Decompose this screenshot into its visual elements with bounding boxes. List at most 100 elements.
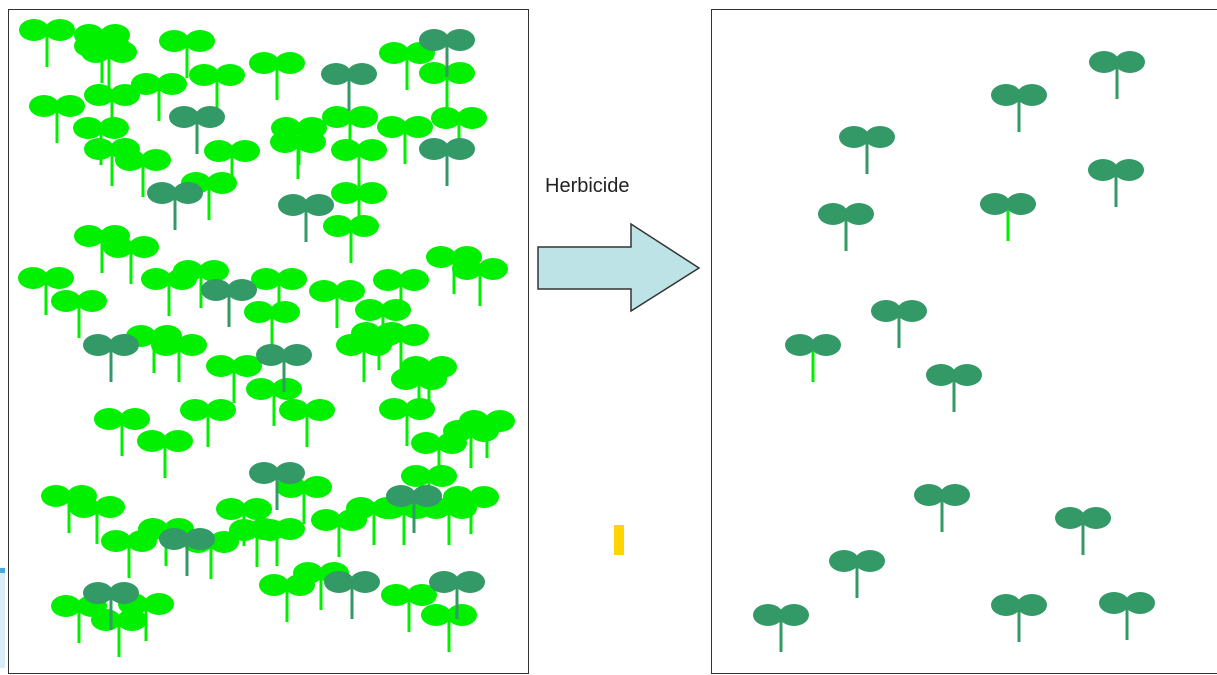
plant-leaf bbox=[457, 107, 487, 129]
plant-stem bbox=[185, 44, 189, 78]
plant-leaf bbox=[232, 355, 262, 377]
plant-leaf bbox=[302, 476, 332, 498]
plant-leaf bbox=[403, 116, 433, 138]
resistant-plant-icon bbox=[839, 126, 895, 174]
plant-leaf bbox=[69, 496, 99, 518]
plant-leaf bbox=[399, 324, 429, 346]
plant-leaf bbox=[279, 399, 309, 421]
plant-leaf bbox=[249, 52, 279, 74]
plant-leaf bbox=[411, 432, 441, 454]
plant-leaf bbox=[44, 267, 74, 289]
plant-stem bbox=[952, 378, 956, 412]
plant-leaf bbox=[331, 139, 361, 161]
plant-leaf bbox=[41, 485, 71, 507]
susceptible-plant-icon bbox=[84, 84, 140, 132]
plant-stem bbox=[127, 544, 131, 578]
plant-leaf bbox=[270, 301, 300, 323]
plant-stem bbox=[349, 229, 353, 263]
plant-stem bbox=[157, 87, 161, 121]
plant-leaf bbox=[324, 571, 354, 593]
resistant-plant-icon bbox=[147, 182, 203, 230]
susceptible-plant-icon bbox=[244, 301, 300, 349]
susceptible-plant-icon bbox=[73, 117, 129, 165]
plant-leaf bbox=[459, 410, 489, 432]
plant-leaf bbox=[73, 117, 103, 139]
plant-leaf bbox=[445, 62, 475, 84]
resistant-plant-icon bbox=[419, 29, 475, 77]
resistant-plant-icon bbox=[321, 63, 377, 111]
plant-leaf bbox=[144, 593, 174, 615]
plant-leaf bbox=[346, 497, 376, 519]
plant-stem bbox=[304, 208, 308, 242]
plant-leaf bbox=[204, 140, 234, 162]
plant-leaf bbox=[1055, 507, 1085, 529]
plant-leaf bbox=[244, 301, 274, 323]
plant-leaf bbox=[103, 236, 133, 258]
plant-stem bbox=[109, 596, 113, 630]
plant-leaf bbox=[173, 260, 203, 282]
plant-stem bbox=[447, 618, 451, 652]
plant-leaf bbox=[469, 486, 499, 508]
plant-stem bbox=[357, 196, 361, 230]
susceptible-plant-icon bbox=[91, 609, 147, 657]
plant-leaf bbox=[163, 430, 193, 452]
plant-leaf bbox=[871, 300, 901, 322]
plant-stem bbox=[305, 413, 309, 447]
susceptible-plant-icon bbox=[459, 410, 515, 458]
plant-leaf bbox=[199, 260, 229, 282]
plant-leaf bbox=[926, 364, 956, 386]
plant-stem bbox=[469, 500, 473, 534]
plant-leaf bbox=[379, 398, 409, 420]
plant-stem bbox=[227, 293, 231, 327]
plant-stem bbox=[362, 348, 366, 382]
plant-leaf bbox=[405, 398, 435, 420]
plant-leaf bbox=[419, 29, 449, 51]
plant-leaf bbox=[443, 486, 473, 508]
susceptible-plant-icon bbox=[159, 30, 215, 78]
plant-stem bbox=[255, 533, 259, 567]
after-plants-canvas bbox=[753, 51, 1155, 652]
susceptible-plant-icon bbox=[180, 399, 236, 447]
plant-leaf bbox=[452, 258, 482, 280]
plant-leaf bbox=[811, 334, 841, 356]
resistant-plant-icon bbox=[429, 571, 485, 619]
plant-stem bbox=[452, 260, 456, 294]
susceptible-plant-icon bbox=[204, 140, 260, 188]
plant-leaf bbox=[296, 131, 326, 153]
plant-leaf bbox=[305, 399, 335, 421]
susceptible-plant-icon bbox=[431, 107, 487, 155]
plant-leaf bbox=[275, 52, 305, 74]
plant-stem bbox=[337, 523, 341, 557]
plant-stem bbox=[100, 239, 104, 273]
plant-leaf bbox=[189, 64, 219, 86]
resistant-plant-icon bbox=[1099, 592, 1155, 640]
plant-leaf bbox=[246, 378, 276, 400]
susceptible-plant-icon bbox=[206, 355, 262, 403]
plant-leaf bbox=[412, 485, 442, 507]
plant-leaf bbox=[109, 334, 139, 356]
plant-stem bbox=[185, 542, 189, 576]
plant-stem bbox=[199, 274, 203, 308]
plant-leaf bbox=[230, 140, 260, 162]
plant-leaf bbox=[401, 465, 431, 487]
plant-leaf bbox=[275, 518, 305, 540]
plant-stem bbox=[152, 339, 156, 373]
susceptible-plant-icon bbox=[443, 486, 499, 534]
plant-leaf bbox=[293, 562, 323, 584]
plant-leaf bbox=[377, 116, 407, 138]
plant-leaf bbox=[417, 368, 447, 390]
susceptible-plant-icon bbox=[421, 604, 477, 652]
plant-leaf bbox=[980, 193, 1010, 215]
plant-leaf bbox=[94, 408, 124, 430]
resistant-plant-icon bbox=[1055, 507, 1111, 555]
plant-leaf bbox=[83, 582, 113, 604]
plant-leaf bbox=[137, 430, 167, 452]
plant-leaf bbox=[348, 106, 378, 128]
plant-leaf bbox=[206, 399, 236, 421]
plant-leaf bbox=[45, 19, 75, 41]
plant-stem bbox=[44, 281, 48, 315]
plant-stem bbox=[45, 33, 49, 67]
plant-leaf bbox=[1115, 51, 1145, 73]
plant-leaf bbox=[101, 530, 131, 552]
plant-leaf bbox=[185, 30, 215, 52]
